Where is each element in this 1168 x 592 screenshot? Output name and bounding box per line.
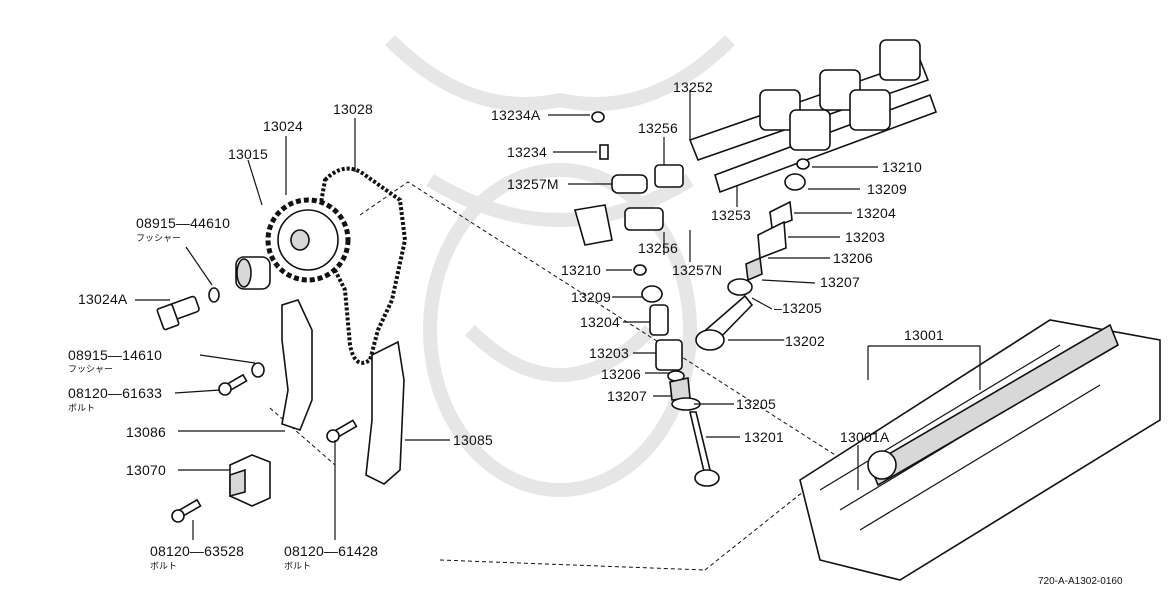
label-13070: 13070: [126, 462, 166, 478]
rocker-arm-set: [573, 111, 684, 246]
label-13210-left: 13210: [561, 262, 601, 278]
label-13001: 13001: [904, 327, 944, 343]
label-08120-61633-sub: ボルト: [68, 403, 96, 413]
cylinder-head: [799, 319, 1161, 581]
label-13001A: 13001A: [840, 429, 890, 445]
timing-chain: [315, 166, 408, 365]
label-13209-left: 13209: [571, 289, 611, 305]
label-13086: 13086: [126, 424, 166, 440]
label-13203-left: 13203: [589, 345, 629, 361]
chain-guide: [281, 299, 313, 431]
sprocket-spacer: [235, 256, 271, 290]
label-13257M: 13257M: [507, 176, 559, 192]
label-08120-63528: 08120—63528: [150, 543, 245, 559]
label-13205-left: 13205: [736, 396, 776, 412]
label-08915-14610: 08915—14610: [68, 347, 163, 363]
label-13024A: 13024A: [78, 291, 128, 307]
label-13256-lower: 13256: [638, 240, 678, 256]
label-08915-44610: 08915—44610: [136, 215, 231, 231]
label-13015: 13015: [228, 146, 268, 162]
bolt-63528: [171, 498, 202, 523]
label-13257N: 13257N: [672, 262, 723, 278]
label-13207-left: 13207: [607, 388, 647, 404]
chain-tensioner: [229, 454, 271, 507]
bolt-61633: [218, 373, 248, 396]
label-13234: 13234: [507, 144, 547, 160]
rocker-shaft-assembly: [688, 39, 938, 194]
label-13234A: 13234A: [491, 107, 541, 123]
bolt-61428: [326, 419, 358, 443]
leader-lines: [135, 90, 981, 540]
label-13210-right-top: 13210: [882, 159, 922, 175]
label-08915-14610-sub: フッシャー: [68, 364, 114, 374]
label-13085: 13085: [453, 432, 493, 448]
label-08120-61428-sub: ボルト: [284, 561, 312, 571]
label-13209-right: 13209: [867, 181, 907, 197]
label-13201: 13201: [744, 429, 784, 445]
assembly-outline: [269, 181, 844, 571]
label-13024: 13024: [263, 118, 303, 134]
upper-valve-parts: [633, 158, 810, 351]
label-13253: 13253: [711, 207, 751, 223]
label-13205-right: –13205: [774, 300, 822, 316]
label-13252: 13252: [673, 79, 713, 95]
washer-small: [251, 362, 265, 378]
label-13204-left: 13204: [580, 314, 620, 330]
label-08120-63528-sub: ボルト: [150, 561, 178, 571]
washer: [208, 287, 220, 303]
label-13207-right: 13207: [820, 274, 860, 290]
label-13028: 13028: [333, 101, 373, 117]
diagram-reference-code: 720-A-A1302-0160: [1038, 576, 1123, 587]
label-13205-right-num: 13205: [782, 300, 822, 316]
cam-sprocket: [265, 197, 351, 283]
label-13256-upper: 13256: [638, 120, 678, 136]
sprocket-bolt: [156, 295, 200, 331]
lower-valve-parts: [641, 285, 720, 487]
slack-guide: [365, 340, 405, 485]
label-08120-61633: 08120—61633: [68, 385, 163, 401]
label-13203-right: 13203: [845, 229, 885, 245]
label-13206-right: 13206: [833, 250, 873, 266]
label-13206-left: 13206: [601, 366, 641, 382]
watermark-emblem: [385, 35, 735, 497]
label-08120-61428: 08120—61428: [284, 543, 379, 559]
label-13204-right: 13204: [856, 205, 896, 221]
label-08915-44610-sub: フッシャー: [136, 233, 182, 243]
label-13202: 13202: [785, 333, 825, 349]
